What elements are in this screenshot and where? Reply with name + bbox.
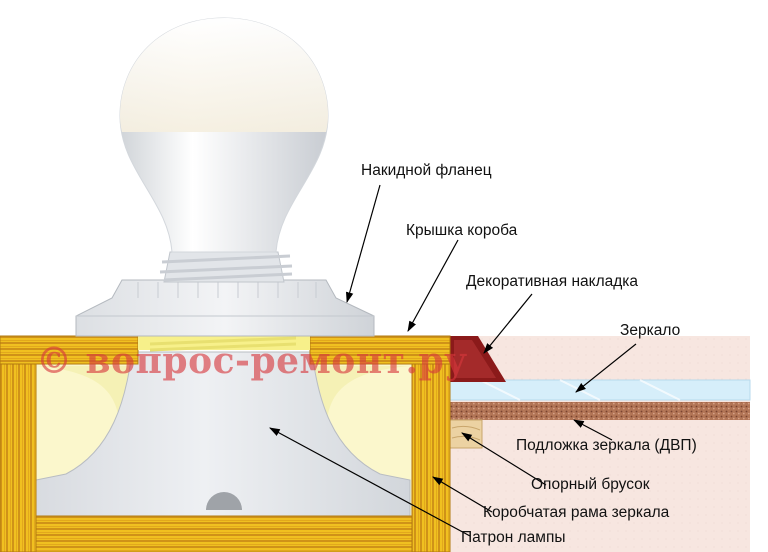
- arrow-socket: [269, 427, 471, 537]
- label-support-bar: Опорный брусок: [531, 476, 650, 493]
- frame-bottom-board: [35, 515, 413, 552]
- support-bar: [449, 419, 483, 449]
- box-lid-left: [0, 335, 139, 365]
- label-flange: Накидной фланец: [361, 162, 492, 179]
- arrow-lid: [407, 239, 459, 332]
- socket-screw: [206, 492, 242, 510]
- watermark: © вопрос-ремонт.ру: [36, 340, 468, 382]
- label-backing: Подложка зеркала (ДВП): [516, 437, 697, 454]
- mirror-layer: [449, 379, 751, 401]
- arrow-flange: [346, 184, 381, 304]
- frame-right-post: [411, 361, 451, 552]
- box-lid-right: [309, 335, 451, 365]
- arrow-pointer-icon: [269, 184, 637, 537]
- label-box-lid: Крышка короба: [406, 222, 518, 239]
- label-overlay: Декоративная накладка: [466, 273, 639, 290]
- arrow-mirror: [575, 343, 637, 393]
- mirror-backing-layer: [450, 402, 750, 420]
- label-box-frame: Коробчатая рама зеркала: [483, 504, 670, 521]
- label-mirror: Зеркало: [620, 322, 681, 339]
- arrow-backing: [573, 419, 613, 441]
- arrow-box-frame: [432, 476, 493, 513]
- wall-section: [450, 336, 750, 552]
- label-socket: Патрон лампы: [461, 529, 566, 546]
- arrow-overlay: [483, 293, 533, 354]
- arrow-support-bar: [461, 432, 547, 486]
- flange: [75, 279, 375, 337]
- frame-left-post: [0, 361, 37, 552]
